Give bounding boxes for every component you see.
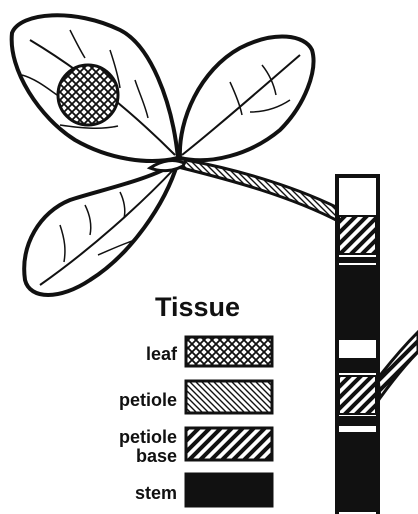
legend-swatch-stem	[186, 474, 272, 506]
stem-block-3	[339, 432, 376, 512]
stem-block-1	[339, 265, 376, 340]
stem-petiole-base-lower	[339, 376, 376, 414]
legend-label-petiole-base-line1: petiole	[119, 427, 177, 447]
legend-swatch-petiole-base	[186, 428, 272, 460]
tissue-legend: Tissue leaf petiole petiole base stem	[119, 292, 272, 506]
legend-label-petiole: petiole	[119, 390, 177, 410]
lower-petiole-stub	[378, 332, 418, 398]
leaf-sample-disc	[58, 65, 118, 125]
legend-label-leaf: leaf	[146, 344, 178, 364]
upper-right-leaflet	[180, 36, 314, 160]
stem-block-2	[339, 358, 376, 373]
stem	[337, 176, 378, 514]
legend-swatch-leaf	[186, 337, 272, 366]
petiole	[182, 160, 346, 222]
lower-leaflet-outline	[24, 162, 178, 295]
legend-label-petiole-base-line2: base	[136, 446, 177, 466]
legend-swatch-petiole	[186, 381, 272, 413]
legend-title: Tissue	[155, 292, 240, 322]
stem-petiole-base-upper	[339, 216, 376, 254]
legend-label-stem: stem	[135, 483, 177, 503]
lower-leaflet	[24, 162, 178, 295]
